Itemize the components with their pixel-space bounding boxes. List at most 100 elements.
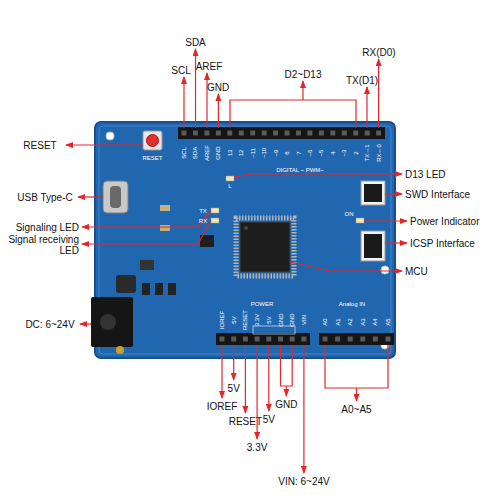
pcb-board xyxy=(95,122,395,358)
silkscreen-text: TX xyxy=(199,207,207,214)
silkscreen-text: A2 xyxy=(347,318,354,325)
silkscreen-text: VIN xyxy=(301,315,308,325)
silkscreen-text: A1 xyxy=(334,318,341,325)
pin-label: RX(D0) xyxy=(362,47,395,58)
pin-hole xyxy=(307,131,312,136)
silkscreen-text: ~6 xyxy=(307,150,314,157)
silkscreen-text: A5 xyxy=(385,318,392,325)
pin-hole xyxy=(220,337,225,342)
silkscreen-text: ~10 xyxy=(261,148,268,158)
silkscreen-text: Analog IN xyxy=(339,301,365,308)
pin-hole xyxy=(296,131,301,136)
silkscreen-text: RX←0 xyxy=(375,144,382,162)
part-label: D13 LED xyxy=(405,169,446,180)
pin-hole xyxy=(193,131,198,136)
dc-jack xyxy=(91,297,133,347)
leader-line xyxy=(268,345,269,411)
leader-line xyxy=(302,81,303,100)
pin-hole xyxy=(262,131,267,136)
pin-label: 3.3V xyxy=(247,442,268,453)
silkscreen-text: GND xyxy=(215,146,222,159)
leader-lines xyxy=(66,49,407,473)
silkscreen-text: 5V xyxy=(230,316,237,323)
leader-line xyxy=(221,345,222,398)
silkscreen-text: A3 xyxy=(360,318,367,325)
leader-line xyxy=(378,59,379,128)
pin-label: SCL xyxy=(171,65,190,76)
silkscreen-text: POWER xyxy=(251,301,274,308)
pin-hole xyxy=(250,131,255,136)
smd-part xyxy=(142,283,150,295)
mount-hole xyxy=(381,266,389,274)
pin-hole xyxy=(301,337,306,342)
swd-header xyxy=(364,184,382,202)
leader-line xyxy=(385,242,407,243)
leader-bracket xyxy=(281,345,293,386)
part-label: SWD Interface xyxy=(405,189,470,200)
smd-part xyxy=(160,205,170,211)
silkscreen-text: RESET xyxy=(142,155,162,162)
pin-hole xyxy=(216,131,221,136)
leader-line xyxy=(366,87,367,128)
part-label: RESET xyxy=(23,140,56,151)
digital-header xyxy=(178,127,385,139)
pin-hole xyxy=(278,337,283,342)
pcb-edge xyxy=(99,126,391,354)
smd-part xyxy=(140,260,154,270)
silkscreen-text: ~9 xyxy=(272,150,279,157)
silkscreen-text: IOREF xyxy=(219,311,226,329)
silkscreen-text: L xyxy=(228,183,231,190)
pin-label: IOREF xyxy=(207,401,238,412)
icsp-header xyxy=(364,234,382,258)
pin-label: VIN: 6~24V xyxy=(278,476,329,487)
part-label: DC: 6~24V xyxy=(25,319,74,330)
pin-hole xyxy=(373,337,378,342)
silkscreen-text: SCL xyxy=(181,147,188,159)
leader-line xyxy=(233,345,234,380)
part-label: MCU xyxy=(405,266,428,277)
leader-line xyxy=(286,386,287,396)
pin-label: 5V xyxy=(263,414,275,425)
silkscreen-text: ~5 xyxy=(318,150,325,157)
dc-jack-hole xyxy=(100,314,116,330)
part-label: ICSP Interface xyxy=(410,238,475,249)
silkscreen-text: A4 xyxy=(372,318,379,325)
silkscreen-text: SDA xyxy=(192,147,199,159)
icsp-frame xyxy=(361,231,385,261)
silkscreen-text: 5V xyxy=(266,316,273,323)
pin-hole xyxy=(204,131,209,136)
leader-line xyxy=(290,262,402,271)
pin-hole xyxy=(319,131,324,136)
silkscreen-text: DIGITAL ~ PWM~ xyxy=(276,167,324,174)
part-label: Power Indicator xyxy=(410,216,479,227)
power-led xyxy=(356,218,364,223)
leader-line xyxy=(234,174,402,177)
pin-hole xyxy=(360,337,365,342)
silkscreen-text: 2 xyxy=(352,151,359,154)
part-label: Signal receiving LED xyxy=(3,234,79,256)
leader-line xyxy=(80,323,91,324)
pin-label: D2~D13 xyxy=(285,69,322,80)
pin-hole xyxy=(255,337,260,342)
leader-line xyxy=(183,77,184,128)
silkscreen-text: ~11 xyxy=(249,148,256,158)
pin-hole xyxy=(365,131,370,136)
pin-hole xyxy=(285,131,290,136)
silkscreen-text: 3.3V xyxy=(254,314,261,326)
mount-hole xyxy=(106,132,114,140)
leader-line xyxy=(364,220,407,221)
leader-bracket xyxy=(230,100,356,128)
pin-hole xyxy=(376,131,381,136)
leader-line xyxy=(356,388,357,401)
pin-hole xyxy=(386,337,391,342)
usb-c-slot xyxy=(110,186,121,208)
pin-hole xyxy=(342,131,347,136)
pin-hole xyxy=(243,337,248,342)
pin-hole xyxy=(231,337,236,342)
leader-line xyxy=(82,211,211,227)
silkscreen-text: AREF xyxy=(204,145,211,161)
gnd-box xyxy=(253,326,295,334)
leader-line xyxy=(78,196,103,197)
pin-hole xyxy=(335,337,340,342)
